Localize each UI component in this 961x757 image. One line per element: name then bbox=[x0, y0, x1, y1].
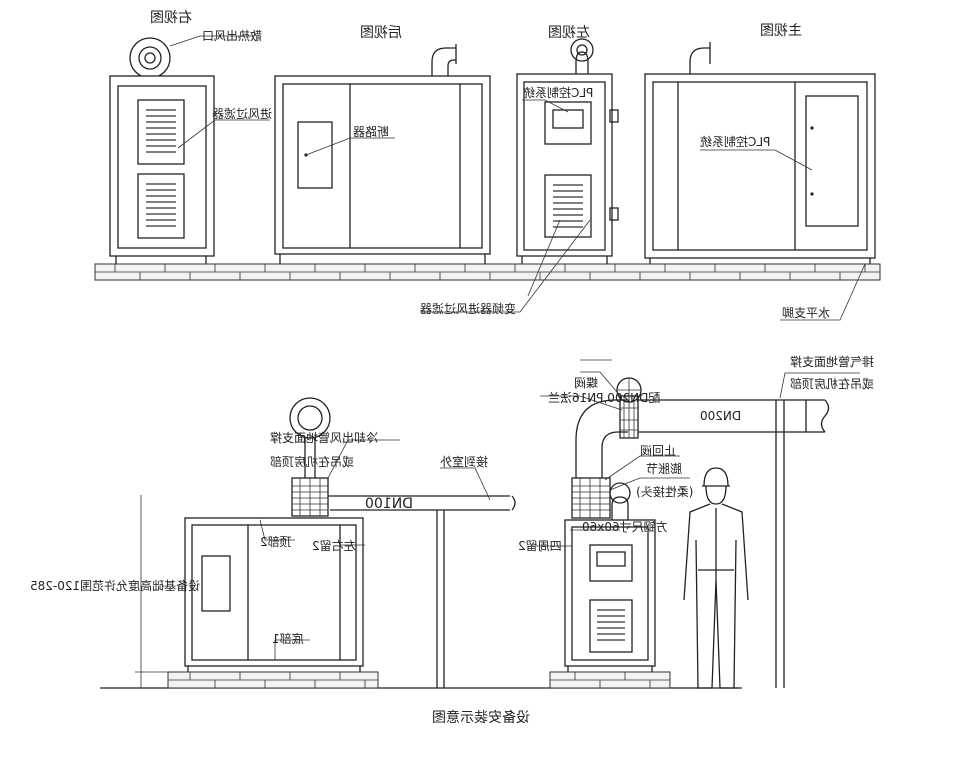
top-foundation bbox=[94, 263, 881, 281]
label-cooling-hang: 或吊在机房顶部 bbox=[270, 454, 354, 469]
label-level-foot: 水平支脚 bbox=[782, 305, 830, 320]
label-clearance-around: 四周留2 bbox=[518, 539, 562, 553]
person-figure bbox=[683, 467, 749, 689]
label-square-steel: 方钢尺寸60x60 bbox=[582, 519, 668, 534]
label-bottom-clearance: 底部1 bbox=[272, 631, 304, 646]
label-breaker: 断路器 bbox=[353, 124, 389, 139]
left-view-unit bbox=[516, 38, 619, 264]
label-top-clearance: 顶部2 bbox=[260, 534, 292, 549]
label-to-outdoor: 接到室外 bbox=[440, 454, 488, 469]
title-left-view: 左视图 bbox=[548, 25, 590, 41]
title-back-view: 后视图 bbox=[360, 25, 402, 41]
title-right-view: 右视图 bbox=[150, 10, 192, 26]
title-main-view: 主视图 bbox=[760, 23, 802, 39]
label-dn100: DN100 bbox=[365, 496, 413, 512]
right-view-unit bbox=[109, 37, 215, 264]
unit-with-exhaust-pipe bbox=[549, 377, 830, 689]
label-flexible-joint: (柔性接头) bbox=[636, 484, 693, 499]
label-dn200: DN200 bbox=[700, 409, 741, 423]
label-inlet-filter: 进风过滤器 bbox=[212, 107, 272, 121]
unit-with-cooling-duct bbox=[135, 397, 516, 689]
label-expansion-joint: 膨胀节 bbox=[646, 462, 682, 476]
label-plc-left: PLC控制系统 bbox=[523, 86, 593, 100]
label-plc-main: PLC控制系统 bbox=[700, 135, 770, 149]
caption: 设备安装示意图 bbox=[432, 709, 530, 726]
label-flange: 配DN200,PN16法兰 bbox=[548, 391, 660, 405]
back-view-unit bbox=[274, 44, 491, 264]
main-view-unit bbox=[644, 42, 876, 264]
label-exhaust-outlet: 散热出风口 bbox=[202, 28, 262, 43]
label-vfd-filter: 变频器进风过滤器 bbox=[420, 301, 516, 316]
label-exhaust-hang: 或吊在机房顶部 bbox=[790, 376, 874, 391]
label-butterfly-valve: 蝶阀 bbox=[574, 375, 598, 390]
label-exhaust-support: 排气管地面支撑 bbox=[790, 354, 874, 369]
label-cooling-support: 冷却出风管地面支撑 bbox=[270, 430, 378, 445]
label-foundation-height: 设备基础高度允许范围120-285 bbox=[30, 578, 200, 593]
label-side-clearance: 左右留2 bbox=[312, 538, 356, 553]
label-check-valve: 止回阀 bbox=[640, 444, 676, 458]
